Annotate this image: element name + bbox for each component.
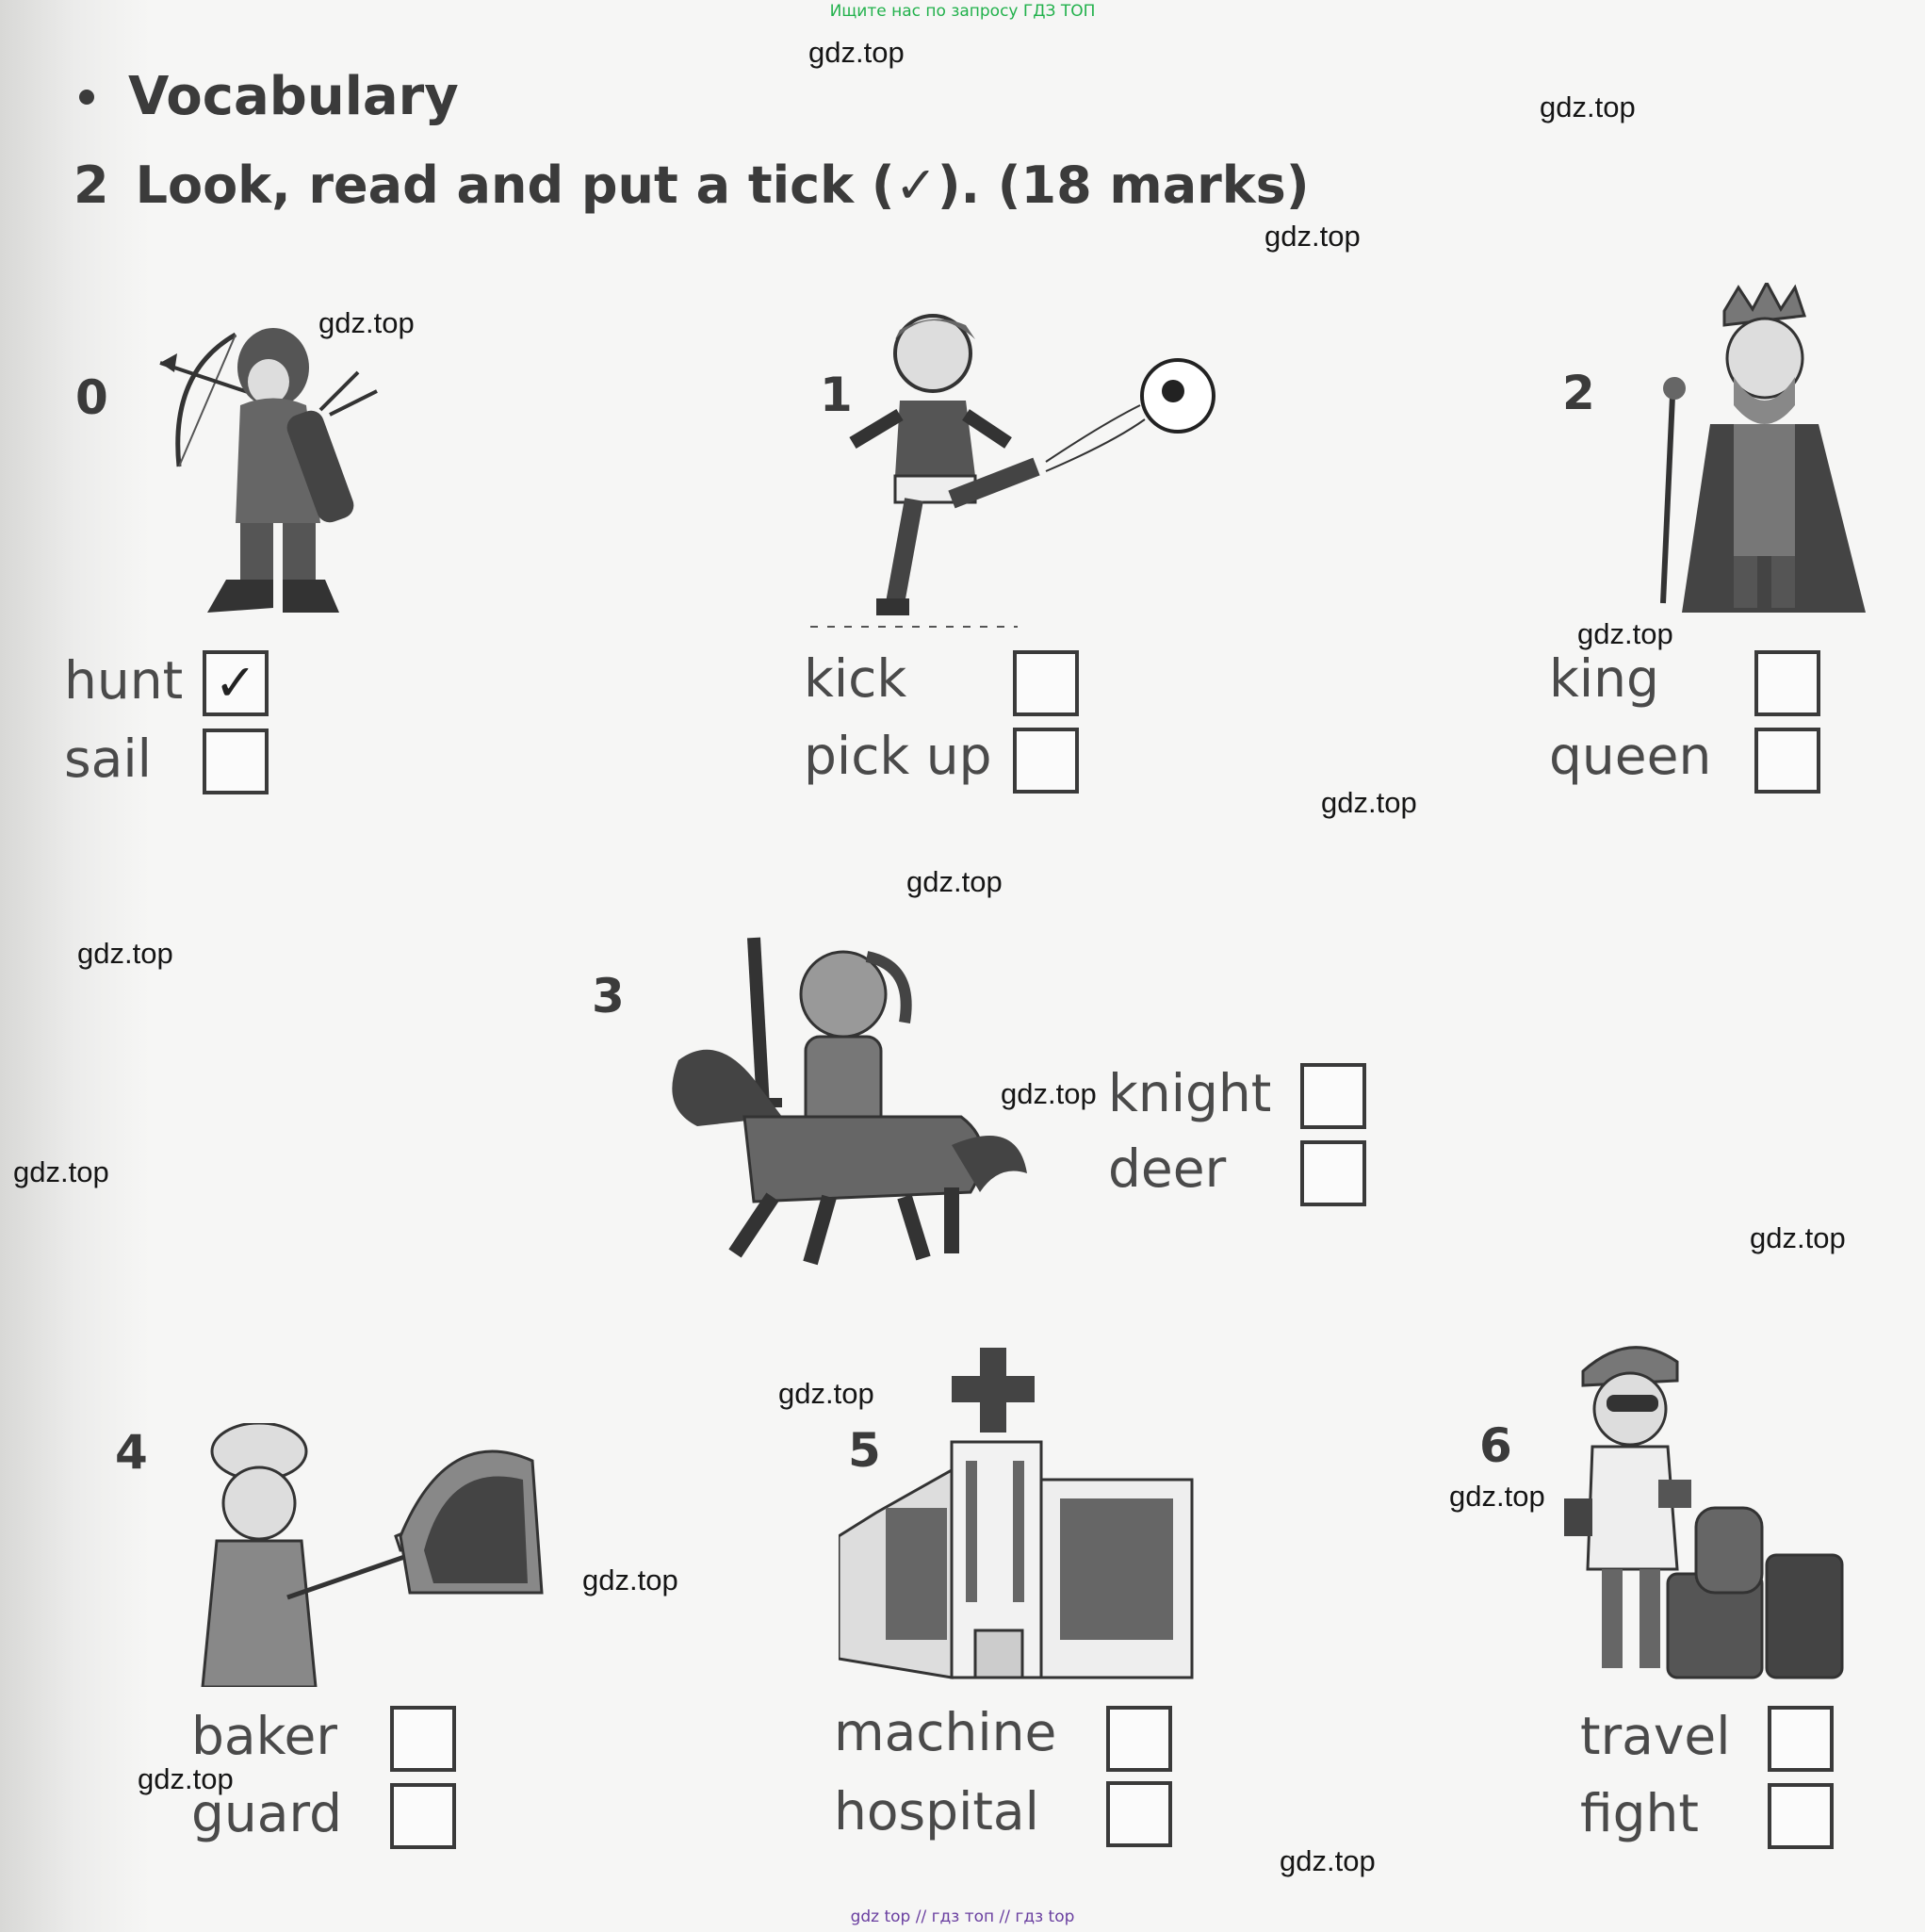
checkbox[interactable]: [1754, 650, 1820, 716]
watermark: gdz.top: [778, 1377, 874, 1410]
option-row: guard: [191, 1783, 342, 1843]
item-number: 5: [848, 1423, 881, 1478]
option-word: travel: [1580, 1706, 1731, 1766]
watermark: gdz.top: [582, 1564, 678, 1596]
option-word: guard: [191, 1783, 343, 1843]
option-word: machine: [834, 1702, 1057, 1762]
checkbox[interactable]: [1754, 728, 1820, 794]
watermark: gdz.top: [13, 1155, 109, 1188]
option-word: pick up: [804, 726, 992, 786]
checkbox[interactable]: [1768, 1706, 1834, 1772]
checkbox[interactable]: [1106, 1706, 1172, 1772]
option-row: kick: [804, 648, 906, 709]
baker-with-oven-picture: [201, 1423, 544, 1687]
watermark: gdz.top: [1001, 1077, 1097, 1110]
checkbox[interactable]: [1013, 650, 1079, 716]
archer-hunting-picture: [159, 328, 378, 613]
top-banner-link[interactable]: Ищите нас по запросу ГДЗ ТОП: [829, 2, 1096, 21]
option-word: sail: [64, 729, 152, 789]
option-row: hospital: [834, 1781, 1039, 1842]
option-row: machine: [834, 1702, 1056, 1762]
item-number: 4: [115, 1425, 148, 1480]
knight-on-horse-picture: [672, 937, 1027, 1266]
option-row: king: [1549, 648, 1659, 709]
option-row: pick up: [804, 726, 992, 786]
option-word: queen: [1549, 726, 1712, 786]
king-picture: [1660, 283, 1866, 613]
watermark: gdz.top: [1321, 786, 1417, 819]
watermark: gdz.top: [906, 865, 1003, 898]
watermark: gdz.top: [808, 36, 905, 69]
checkbox[interactable]: [390, 1783, 456, 1849]
option-word: kick: [804, 648, 907, 709]
option-row: baker: [191, 1706, 337, 1766]
option-row: deer: [1108, 1138, 1226, 1199]
hospital-building-picture: [839, 1348, 1194, 1679]
checkbox[interactable]: [1106, 1781, 1172, 1847]
item-number: 1: [820, 368, 853, 422]
option-word: baker: [191, 1706, 337, 1766]
checkbox-checked[interactable]: ✓: [203, 650, 269, 716]
exercise-instruction: 2 Look, read and put a tick (✓). (18 mark…: [73, 156, 1310, 215]
footer-links[interactable]: gdz top // гдз топ // гдз top: [850, 1907, 1075, 1926]
checkbox[interactable]: [390, 1706, 456, 1772]
option-row: queen: [1549, 726, 1711, 786]
checkbox[interactable]: [1300, 1140, 1366, 1206]
item-number: 0: [75, 370, 108, 425]
watermark: gdz.top: [1750, 1221, 1846, 1254]
watermark: gdz.top: [318, 306, 415, 339]
checkbox[interactable]: [203, 729, 269, 794]
watermark: gdz.top: [1449, 1480, 1545, 1513]
option-word: knight: [1108, 1063, 1272, 1123]
watermark: gdz.top: [1280, 1844, 1376, 1877]
section-heading: Vocabulary: [73, 66, 459, 127]
item-number: 2: [1562, 366, 1595, 420]
option-word: fight: [1580, 1783, 1699, 1843]
option-word: hospital: [834, 1781, 1039, 1842]
page-edge-shadow: [0, 0, 151, 1932]
option-word: king: [1549, 648, 1659, 709]
item-number: 6: [1479, 1418, 1512, 1473]
watermark: gdz.top: [1264, 220, 1361, 253]
watermark: gdz.top: [138, 1762, 234, 1795]
checkbox[interactable]: [1768, 1783, 1834, 1849]
option-row: sail: [64, 729, 152, 789]
option-word: hunt: [64, 650, 184, 711]
watermark: gdz.top: [77, 937, 173, 970]
checkbox[interactable]: [1013, 728, 1079, 794]
boy-kicking-ball-picture: [810, 314, 1215, 628]
option-row: hunt: [64, 650, 183, 711]
option-word: deer: [1108, 1138, 1227, 1199]
option-row: fight: [1580, 1783, 1699, 1843]
traveller-with-luggage-picture: [1564, 1346, 1844, 1679]
option-row: travel: [1580, 1706, 1731, 1766]
exercise-number: 2: [73, 156, 109, 215]
exercise-text: Look, read and put a tick (✓). (18 marks…: [135, 156, 1310, 215]
option-row: knight: [1108, 1063, 1271, 1123]
watermark: gdz.top: [1577, 617, 1673, 650]
checkbox[interactable]: [1300, 1063, 1366, 1129]
section-title: Vocabulary: [128, 66, 459, 127]
item-number: 3: [592, 969, 625, 1023]
watermark: gdz.top: [1540, 90, 1636, 123]
bullet-icon: [79, 89, 94, 105]
